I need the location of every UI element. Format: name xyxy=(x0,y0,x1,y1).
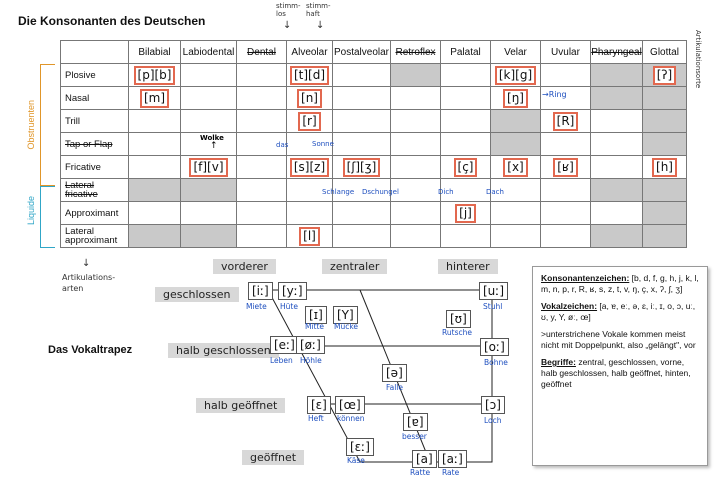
col-bilabial: Bilabial xyxy=(128,40,181,64)
word-besser: besser xyxy=(402,432,427,441)
word-bohne: Bohne xyxy=(484,358,508,367)
page-title: Die Konsonanten des Deutschen xyxy=(18,14,206,28)
vowel-open-e: [ɛ] xyxy=(307,396,331,414)
consonant-table: Bilabial Labiodental Dental Alveolar Pos… xyxy=(60,40,687,248)
vowel-o-long: [oː] xyxy=(480,338,509,356)
col-velar: Velar xyxy=(490,40,541,64)
cell-fric-postalveolar: [ʃ][ʒ] xyxy=(342,157,381,177)
cell-nasal-velar: [ŋ] xyxy=(503,88,528,108)
arrow-down-icon: ↓ xyxy=(82,258,91,269)
word-kaese: Käse xyxy=(347,456,365,465)
vowel-small-y: [Y] xyxy=(333,306,358,324)
row-lateral-fricative: Lateral fricative xyxy=(60,178,129,202)
legend-vowels: Vokalzeichen: [a, ɐ, eː, ə, ɛ, iː, ɪ, o,… xyxy=(541,301,696,322)
row-fricative: Fricative xyxy=(60,155,129,179)
word-huete: Hüte xyxy=(280,302,298,311)
word-stuhl: Stuhl xyxy=(483,302,503,311)
anno-das: das xyxy=(276,141,289,149)
note-stimmlos: stimm-los xyxy=(276,2,301,18)
note-stimmhaft: stimm-haft xyxy=(306,2,331,18)
vowel-a-long: [aː] xyxy=(438,450,467,468)
cell-trill-uvular: [R] xyxy=(552,111,579,131)
cell-plosive-bilabial: [p][b] xyxy=(133,65,176,85)
cell-nasal-alveolar: [n] xyxy=(297,88,322,108)
vowel-y-long: [yː] xyxy=(278,282,307,300)
col-postalveolar: Postalveolar xyxy=(332,40,391,64)
word-mitte: Mitte xyxy=(305,322,325,331)
vowel-open-e-long: [ɛː] xyxy=(346,438,374,456)
word-ratte: Ratte xyxy=(410,468,431,477)
height-closed: geschlossen xyxy=(155,287,239,302)
row-approximant: Approximant xyxy=(60,201,129,225)
vowel-u-long: [uː] xyxy=(479,282,509,300)
vowel-title: Das Vokaltrapez xyxy=(48,344,133,356)
note-artikulationsorte: Artikulationsorte xyxy=(694,30,702,89)
word-falle: Falle xyxy=(386,383,404,392)
word-muecke: Mücke xyxy=(334,322,359,331)
cell-lat-approx-alveolar: [l] xyxy=(299,226,320,246)
legend-terms: Begriffe: zentral, geschlossen, vorne, h… xyxy=(541,357,691,389)
cell-trill-alveolar: [r] xyxy=(298,111,321,131)
vowel-small-u: [ʊ] xyxy=(446,310,471,328)
anno-dich: Dich xyxy=(438,188,454,196)
legend-box: Konsonantenzeichen: [b, d, f, g, h, j, k… xyxy=(532,266,708,466)
arrow-down-icon: ↓ xyxy=(316,20,325,31)
cell-approx-palatal: [j] xyxy=(455,203,476,223)
legend-consonants: Konsonantenzeichen: [b, d, f, g, h, j, k… xyxy=(541,273,699,294)
cell-fric-alveolar: [s][z] xyxy=(289,157,330,177)
word-hoehle: Höhle xyxy=(300,356,322,365)
word-koennen: können xyxy=(337,414,365,423)
word-miete: Miete xyxy=(246,302,267,311)
row-trill: Trill xyxy=(60,109,129,133)
header-back: hinterer xyxy=(438,259,498,274)
header-front: vorderer xyxy=(213,259,276,274)
height-open: geöffnet xyxy=(242,450,305,465)
row-lateral-approximant: Lateral approximant xyxy=(60,224,129,248)
cell-fric-velar: [x] xyxy=(503,157,528,177)
cell-fric-uvular: [ʁ] xyxy=(553,157,578,177)
vowel-near-open-central: [ɐ] xyxy=(403,413,428,431)
height-half-closed: halb geschlossen xyxy=(168,343,279,358)
cell-nasal-bilabial: [m] xyxy=(139,88,170,108)
word-leben: Leben xyxy=(270,356,293,365)
arrow-up-icon: ↑ xyxy=(210,141,218,151)
vowel-schwa: [ə] xyxy=(382,364,407,382)
vowel-small-i: [ɪ] xyxy=(305,306,327,324)
liquide-bracket xyxy=(40,186,55,248)
anno-schlange: Schlange xyxy=(322,188,355,196)
anno-dach: Dach xyxy=(486,188,504,196)
anno-dschungel: Dschungel xyxy=(362,188,399,196)
anno-wolke: Wolke xyxy=(200,134,224,142)
word-loch: Loch xyxy=(484,416,502,425)
obstruenten-bracket xyxy=(40,64,55,186)
row-tap: Tap or Flap xyxy=(60,132,129,156)
col-glottal: Glottal xyxy=(642,40,687,64)
word-rate: Rate xyxy=(442,468,460,477)
vowel-a: [a] xyxy=(412,450,437,468)
cell-fric-labiodental: [f][v] xyxy=(189,157,228,177)
height-half-open: halb geöffnet xyxy=(196,398,286,413)
legend-note: >unterstrichene Vokale kommen meist nich… xyxy=(541,329,696,350)
col-pharyngeal: Pharyngeal xyxy=(590,40,643,64)
vowel-i-long: [iː] xyxy=(248,282,273,300)
anno-artikulationsarten: Artikulations-arten xyxy=(62,273,116,293)
header-central: zentraler xyxy=(322,259,388,274)
cell-plosive-alveolar: [t][d] xyxy=(289,65,330,85)
col-palatal: Palatal xyxy=(440,40,491,64)
cell-fric-glottal: [h] xyxy=(652,157,677,177)
word-rutsche: Rutsche xyxy=(442,328,472,337)
arrow-down-icon: ↓ xyxy=(283,20,292,31)
cell-plosive-velar: [k][g] xyxy=(494,65,537,85)
vowel-oe-long: [øː] xyxy=(296,336,325,354)
anno-ring: →Ring xyxy=(542,90,567,99)
vowel-oe-open: [œ] xyxy=(335,396,365,414)
cell-plosive-glottal: [ʔ] xyxy=(652,65,677,85)
row-nasal: Nasal xyxy=(60,86,129,110)
cell-fric-palatal: [ç] xyxy=(453,157,478,177)
vowel-open-o: [ɔ] xyxy=(481,396,505,414)
anno-sonne: Sonne xyxy=(312,140,334,148)
vowel-e-long: [eː] xyxy=(270,336,299,354)
word-heft: Heft xyxy=(308,414,324,423)
